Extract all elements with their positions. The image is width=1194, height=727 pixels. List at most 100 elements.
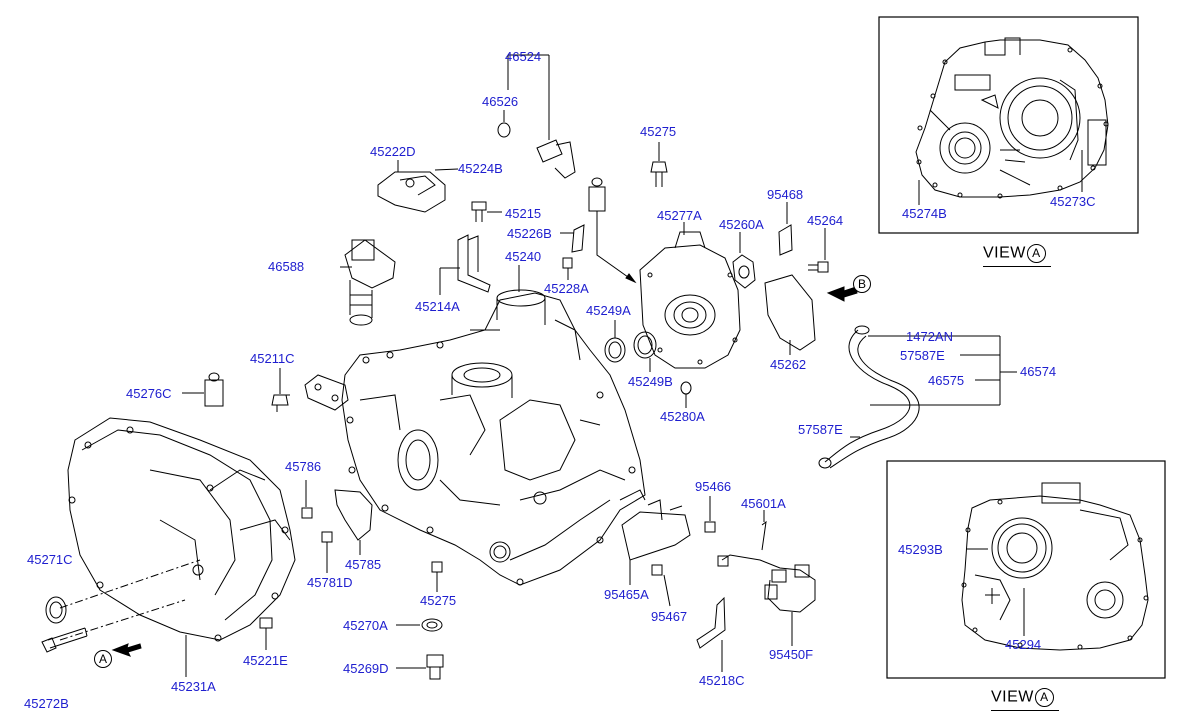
inset-top-housing (915, 37, 1109, 199)
label-45294: 45294 (1005, 637, 1042, 652)
speed-sensor-46524 (497, 122, 576, 179)
label-45280a: 45280A (660, 409, 705, 424)
leader-45214a (439, 267, 460, 295)
label-95450f: 95450F (769, 647, 814, 662)
view-a-underline-bottom (991, 710, 1059, 711)
label-95467: 95467 (651, 609, 688, 624)
label-45781d: 45781D (307, 575, 353, 590)
label-57587e-bot: 57587E (798, 422, 843, 437)
label-1472an: 1472AN (906, 329, 953, 344)
label-45785: 45785 (345, 557, 382, 572)
label-46526: 46526 (482, 94, 519, 109)
bracket-95465a (621, 511, 691, 561)
bolt-45781d (321, 531, 333, 543)
bell-housing (67, 417, 296, 642)
plug-45276c-cap (208, 372, 220, 382)
label-45214a: 45214A (415, 299, 460, 314)
transaxle-case (341, 289, 646, 586)
plug-45269d (426, 654, 444, 680)
label-45215: 45215 (505, 206, 542, 221)
view-a-caption-top-mark: A (1026, 244, 1046, 263)
bolt-45786 (301, 507, 313, 519)
leader-95467 (663, 574, 671, 607)
label-45240: 45240 (505, 249, 542, 264)
label-45260a: 45260A (719, 217, 764, 232)
seal-45249a-inner (608, 341, 622, 359)
label-95468: 95468 (767, 187, 804, 202)
leader-arrowhead (625, 273, 637, 284)
label-45272b: 45272B (24, 696, 69, 711)
arrow-a-shape (111, 643, 142, 657)
label-45226b: 45226B (507, 226, 552, 241)
label-45275-top: 45275 (640, 124, 677, 139)
leader-46574-group (868, 335, 1017, 406)
plate-small-hole2 (331, 394, 339, 402)
sensor-46588 (344, 239, 396, 326)
bracket-45785 (334, 489, 373, 541)
plug-top-cap (591, 177, 603, 187)
label-45271c: 45271C (27, 552, 73, 567)
label-45273c: 45273C (1050, 194, 1096, 209)
gasket-45260a (732, 254, 756, 289)
bolt-45215 (471, 201, 487, 222)
bracket-45218c (696, 596, 726, 649)
label-45786: 45786 (285, 459, 322, 474)
cover-45277a (639, 231, 741, 369)
bolt-45221e (259, 617, 273, 629)
plug-45276c (204, 379, 224, 407)
axis-line-bell (59, 559, 201, 609)
seal-45271c (45, 596, 67, 624)
marker-a: A (94, 650, 112, 668)
inset-bottom-housing (961, 482, 1149, 651)
oring-45280a (680, 381, 692, 395)
bracket-95468 (778, 224, 793, 256)
washer-45270a (421, 618, 443, 632)
label-45249b: 45249B (628, 374, 673, 389)
bracket-95465a-tabs (647, 499, 683, 521)
clip-45228a (562, 257, 573, 269)
label-95465a: 95465A (604, 587, 649, 602)
seal-45249b (633, 331, 657, 359)
label-45262: 45262 (770, 357, 807, 372)
hose-45226b (571, 224, 585, 253)
label-45276c: 45276C (126, 386, 172, 401)
leader-45224b (434, 168, 459, 171)
label-45601a: 45601A (741, 496, 786, 511)
view-a-inset-bottom-frame (886, 460, 1166, 679)
label-46524: 46524 (505, 49, 542, 64)
seal-45271c-inner (49, 601, 63, 619)
seal-45249b-inner (637, 335, 653, 355)
label-95466: 95466 (695, 479, 732, 494)
washer-45270a-inner (426, 621, 438, 629)
label-45264: 45264 (807, 213, 844, 228)
bolt-45272b (47, 627, 88, 649)
view-a-inset-top-frame (878, 16, 1139, 234)
marker-b: B (853, 275, 871, 293)
bolt-45264 (808, 261, 829, 273)
bolt-45275-bot (431, 561, 443, 573)
plate-small-hole1 (314, 383, 322, 391)
label-57587e-top: 57587E (900, 348, 945, 363)
label-46588: 46588 (268, 259, 305, 274)
view-a-caption-top-text: VIEW (983, 244, 1026, 262)
arrow-b-shape (826, 286, 858, 302)
label-45270a: 45270A (343, 618, 388, 633)
label-45224b: 45224B (458, 161, 503, 176)
bolt-45275-top (650, 161, 668, 187)
view-a-caption-bottom-text: VIEW (991, 688, 1034, 706)
view-a-underline-top (983, 266, 1051, 267)
bolt-95467 (651, 564, 663, 576)
label-45218c: 45218C (699, 673, 745, 688)
axis-line-bolt (59, 599, 186, 641)
label-45221e: 45221E (243, 653, 288, 668)
leader-plug-to-cover (596, 211, 636, 283)
label-45277a: 45277A (657, 208, 702, 223)
gasket-45260a-hole (738, 265, 750, 279)
harness-95450f (717, 554, 816, 613)
plug-top (588, 186, 606, 212)
label-45231a: 45231A (171, 679, 216, 694)
